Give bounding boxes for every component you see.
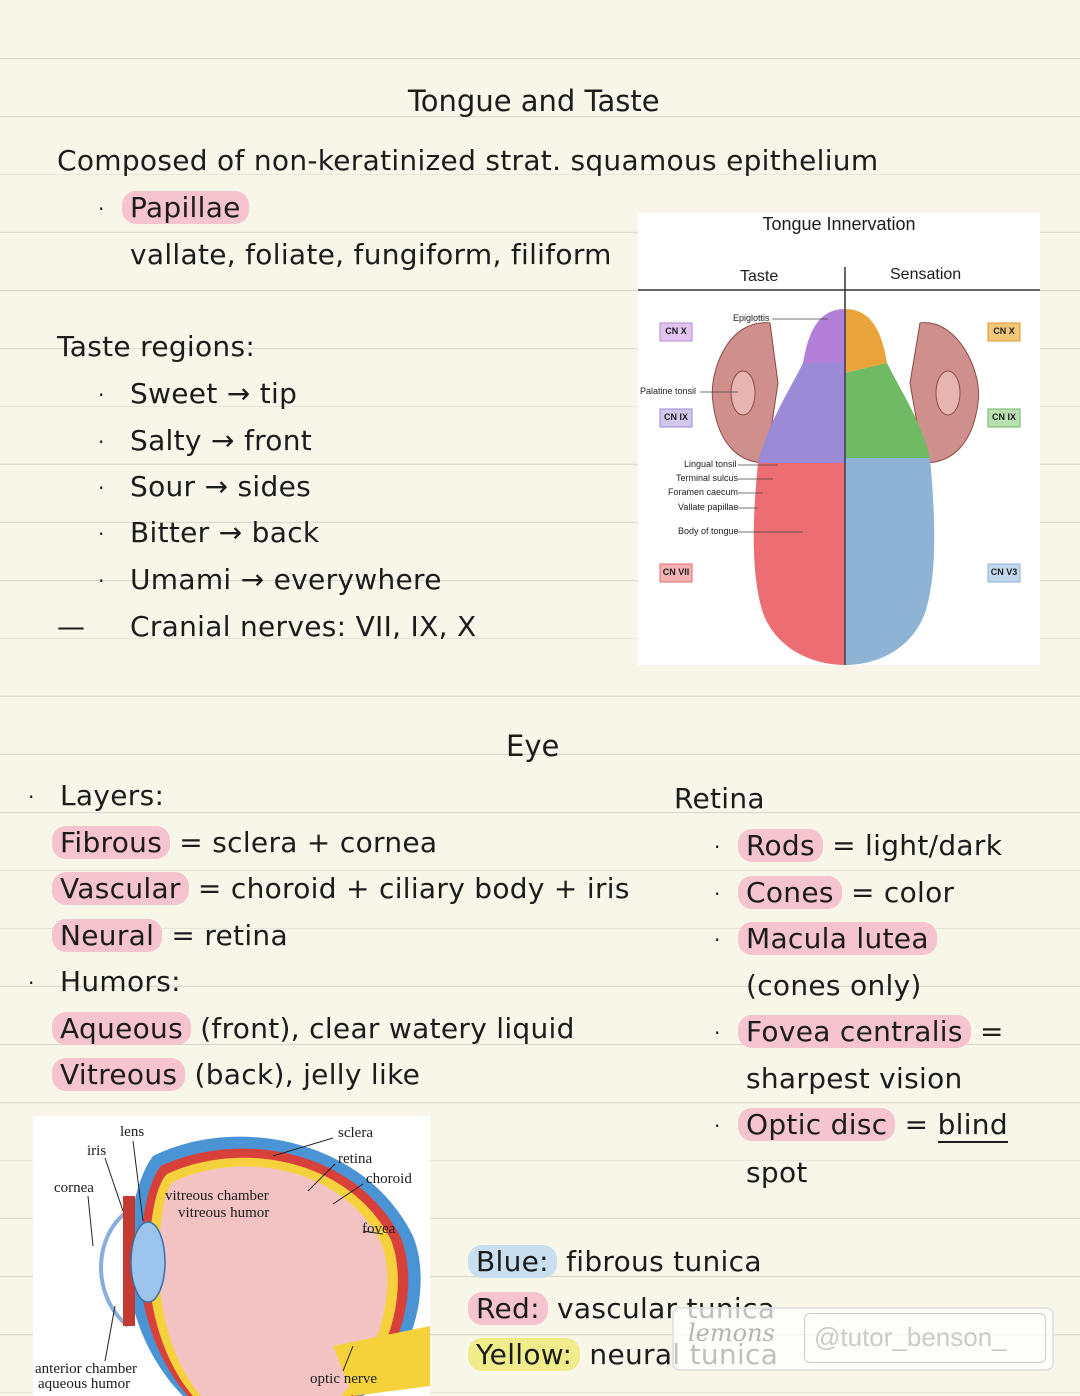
- papillae-label: Papillae: [122, 191, 249, 224]
- composed-text: Composed of non-keratinized strat. squam…: [57, 144, 879, 177]
- papillae-types: vallate, foliate, fungiform, filiform: [130, 238, 612, 271]
- bullet-icon: ·: [98, 569, 105, 593]
- label-foramen: Foramen caecum: [668, 487, 739, 497]
- retina-optic-spot: spot: [746, 1156, 808, 1189]
- watermark-handle-box: [804, 1313, 1046, 1363]
- retina-heading: Retina: [674, 782, 765, 815]
- col-taste: Taste: [740, 268, 779, 285]
- bullet-icon: ·: [28, 971, 35, 995]
- layer-fibrous: Fibrous = sclera + cornea: [52, 826, 437, 859]
- eye-diagram: [87, 1136, 430, 1396]
- eye-label-aqueous: aqueous humor: [38, 1376, 131, 1392]
- cn-badge: CN IX: [991, 412, 1016, 422]
- bullet-icon: ·: [98, 430, 105, 454]
- label-epiglottis: Epiglottis: [733, 313, 770, 323]
- legend-blue: Blue: fibrous tunica: [468, 1245, 762, 1278]
- eye-label-humor: vitreous humor: [178, 1205, 270, 1221]
- label-palatine: Palatine tonsil: [640, 386, 697, 396]
- humor-vitreous: Vitreous (back), jelly like: [52, 1058, 420, 1091]
- eye-title: Eye: [506, 729, 560, 763]
- watermark-handle: @tutor_benson_: [814, 1322, 1007, 1352]
- retina-fovea: Fovea centralis =: [738, 1015, 1004, 1048]
- region-item: Sweet → tip: [130, 377, 298, 410]
- tongue-innervation-figure: Tongue Innervation Taste Sensation: [638, 213, 1040, 665]
- cn-badge: CN IX: [663, 412, 688, 422]
- bullet-icon: ·: [714, 928, 721, 952]
- dash-icon: —: [57, 610, 86, 643]
- nerves-text: Cranial nerves: VII, IX, X: [130, 610, 477, 643]
- eye-diagram-figure: lens iris cornea sclera retina choroid v…: [33, 1116, 430, 1396]
- watermark-logo: lemons: [688, 1319, 775, 1347]
- label-terminal: Terminal sulcus: [676, 473, 739, 483]
- bullet-icon: ·: [98, 522, 105, 546]
- figure-title: Tongue Innervation: [762, 214, 916, 234]
- tongue-title: Tongue and Taste: [408, 84, 660, 118]
- eye-label-lens: lens: [120, 1124, 145, 1140]
- eye-label-anterior: anterior chamber: [35, 1361, 138, 1377]
- layers-heading: Layers:: [60, 779, 165, 812]
- layer-vascular: Vascular = choroid + ciliary body + iris: [52, 872, 630, 905]
- bullet-icon: ·: [98, 383, 105, 407]
- humor-aqueous: Aqueous (front), clear watery liquid: [52, 1012, 575, 1045]
- bullet-icon: ·: [714, 1114, 721, 1138]
- label-body: Body of tongue: [678, 526, 739, 536]
- bullet-icon: ·: [714, 882, 721, 906]
- eye-label-optic: optic nerve: [310, 1371, 378, 1387]
- humors-heading: Humors:: [60, 965, 181, 998]
- layer-neural: Neural = retina: [52, 919, 288, 952]
- eye-label-iris: iris: [87, 1143, 107, 1159]
- cn-badge: CN VII: [662, 567, 690, 577]
- label-vallate: Vallate papillae: [678, 502, 739, 512]
- retina-optic: Optic disc = blind: [738, 1108, 1008, 1143]
- watermark-box: lemons @tutor_benson_: [672, 1307, 1054, 1371]
- region-item: Sour → sides: [130, 470, 312, 503]
- eye-label-fovea: fovea: [362, 1221, 396, 1237]
- retina-fovea-desc: sharpest vision: [746, 1062, 963, 1095]
- eye-label-chamber: vitreous chamber: [165, 1188, 269, 1204]
- bullet-icon: ·: [28, 785, 35, 809]
- bullet-icon: ·: [98, 197, 105, 221]
- cn-badge: CN V3: [990, 567, 1018, 577]
- retina-cones: Cones = color: [738, 876, 954, 909]
- bullet-icon: ·: [714, 835, 721, 859]
- tongue-diagram: [638, 267, 1040, 665]
- retina-macula-desc: (cones only): [746, 969, 922, 1002]
- retina-rods: Rods = light/dark: [738, 829, 1002, 862]
- label-lingual: Lingual tonsil: [684, 459, 737, 469]
- eye-label-choroid: choroid: [366, 1171, 412, 1187]
- bullet-icon: ·: [98, 476, 105, 500]
- retina-macula: Macula lutea: [738, 922, 937, 955]
- eye-label-sclera: sclera: [338, 1125, 373, 1141]
- region-item: Salty → front: [130, 424, 313, 457]
- region-item: Umami → everywhere: [130, 563, 442, 596]
- bullet-icon: ·: [714, 1021, 721, 1045]
- eye-label-cornea: cornea: [54, 1180, 94, 1196]
- cn-badge: CN X: [993, 326, 1015, 336]
- col-sensation: Sensation: [890, 266, 962, 283]
- region-item: Bitter → back: [130, 516, 320, 549]
- cn-badge: CN X: [665, 326, 687, 336]
- eye-label-retina: retina: [338, 1151, 373, 1167]
- regions-heading: Taste regions:: [57, 330, 256, 363]
